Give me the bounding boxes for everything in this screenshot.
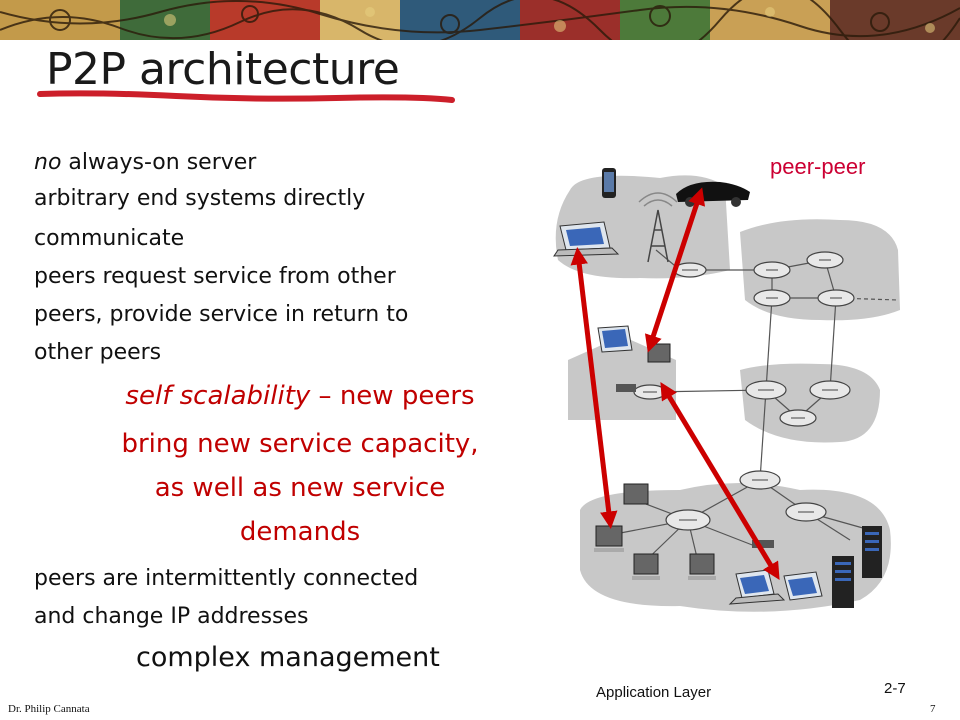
isp-cloud-middle [740, 363, 880, 443]
bullet-peers-provide: peers, provide service in return to [34, 302, 409, 327]
bullet-other-peers: other peers [34, 340, 162, 365]
scalability-line1: self scalability – new peers [90, 376, 510, 416]
banner-graphic [0, 0, 960, 40]
laptop-icon [597, 325, 633, 353]
desktop-icon [633, 553, 659, 575]
scalability-italic: self scalability [125, 381, 311, 411]
laptop-icon [783, 571, 823, 601]
bullet-italic-prefix: no [34, 150, 62, 175]
bullet-no-server: no always-on server [34, 146, 256, 180]
bullet-peers-request: peers request service from other [34, 264, 396, 289]
desktop-icon [647, 343, 671, 363]
bullet-text: always-on server [61, 150, 257, 175]
server-rack-icon [832, 526, 882, 608]
scalability-line3: as well as new service [154, 473, 446, 503]
footer-section: Application Layer [596, 684, 712, 701]
scalability-line4: demands [239, 517, 361, 547]
title-underline [37, 90, 455, 103]
p2p-arrows [570, 187, 780, 580]
stained-glass-banner [0, 0, 960, 40]
desktop-icon [623, 483, 649, 505]
peer-arrow [660, 382, 780, 580]
smartphone-icon [602, 168, 616, 198]
p2p-network-diagram [553, 168, 900, 612]
bullet-intermittent: peers are intermittently connected [34, 566, 419, 591]
complex-management: complex management [136, 642, 440, 673]
footer-author: Dr. Philip Cannata [8, 703, 90, 715]
peer-peer-label: peer-peer [770, 154, 866, 179]
bullet-arbitrary: arbitrary end systems directly [34, 186, 366, 211]
desktop-icon [689, 553, 715, 575]
bullet-communicate: communicate [34, 226, 185, 251]
peer-arrow [570, 247, 618, 529]
bullet-change-ip: and change IP addresses [34, 604, 309, 629]
desktop-icon [595, 525, 623, 547]
slide-title: P2P architecture [46, 44, 400, 95]
scalability-rest: – new peers [310, 381, 475, 411]
scalability-line2: bring new service capacity, [121, 429, 479, 459]
footer-slide-number: 2-7 [884, 680, 906, 697]
peer-arrow [644, 187, 706, 353]
footer-page-number: 7 [930, 703, 936, 715]
